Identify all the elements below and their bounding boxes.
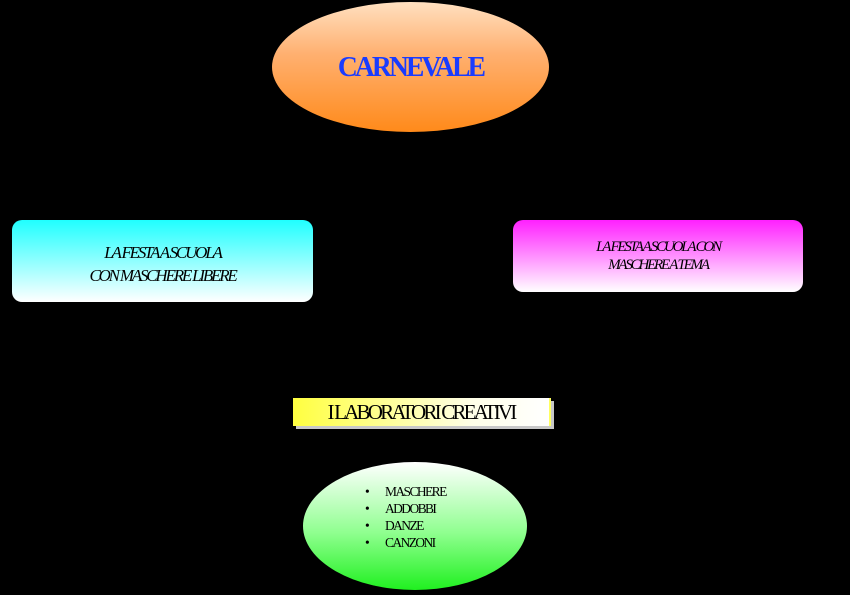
free-masks-box: LA FESTA A SCUOLA CON MASCHERE LIBERE — [12, 220, 313, 302]
labs-list: MASCHERE ADDOBBI DANZE CANZONI — [365, 483, 447, 551]
labs-title: I LABORATORI CREATIVI — [327, 399, 518, 424]
left-box-line1: LA FESTA A SCUOLA — [104, 243, 223, 262]
left-box-line2: CON MASCHERE LIBERE — [89, 266, 237, 285]
theme-masks-box: LA FESTA A SCUOLA CON MASCHERE A TEMA — [513, 220, 803, 292]
carnevale-ellipse: CARNEVALE — [272, 2, 549, 132]
list-item: CANZONI — [365, 534, 446, 551]
title: CARNEVALE — [337, 50, 486, 83]
labs-title-box: I LABORATORI CREATIVI — [293, 398, 551, 426]
right-box-line1: LA FESTA A SCUOLA CON — [596, 239, 722, 255]
right-box-line2: MASCHERE A TEMA — [608, 257, 710, 273]
list-item: MASCHERE — [365, 483, 447, 500]
list-item: ADDOBBI — [365, 500, 446, 517]
list-item: DANZE — [365, 517, 446, 534]
